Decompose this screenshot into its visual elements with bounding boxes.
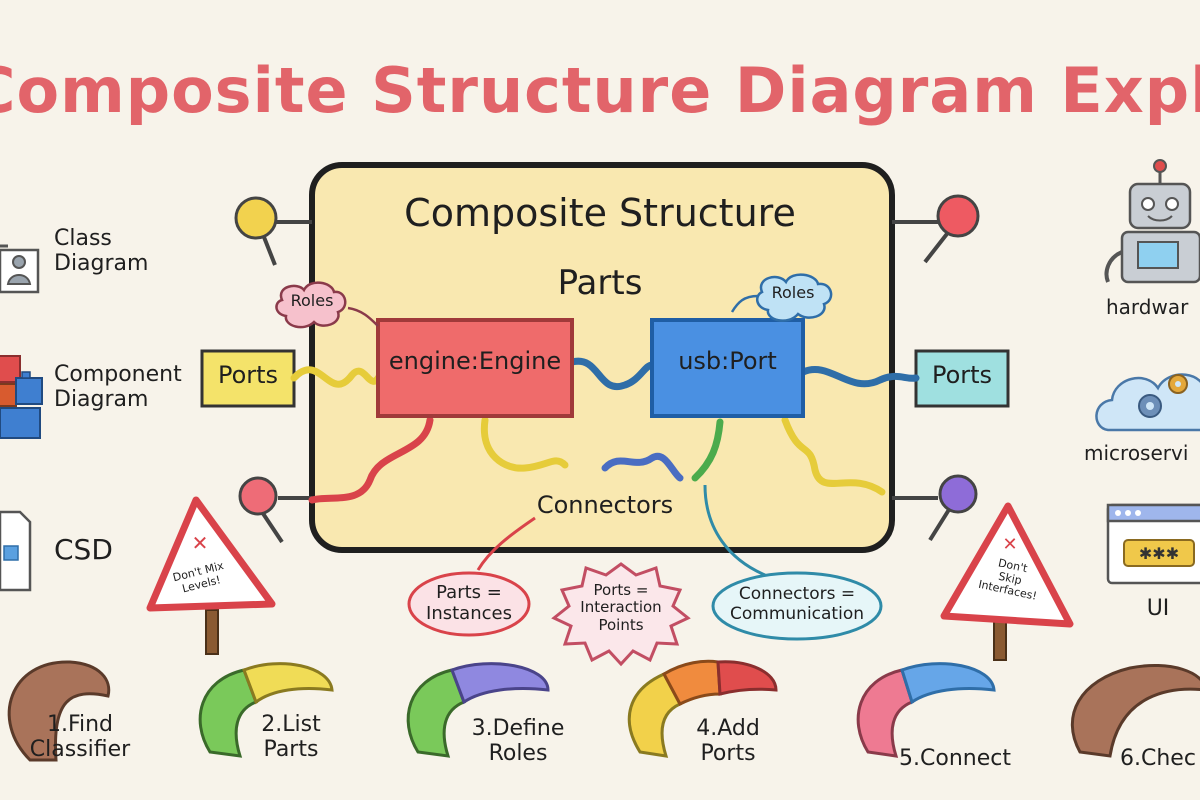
roles-right-label: Roles — [771, 283, 815, 302]
warning-sign-right: ✕ — [940, 502, 1074, 661]
step-2-shape — [198, 662, 334, 758]
class-diagram-line-2: Diagram — [54, 251, 149, 277]
ports-right-label: Ports — [931, 361, 993, 389]
csd-label: CSD — [54, 533, 113, 566]
wire-yellow-right — [781, 416, 886, 496]
roles-left-label: Roles — [290, 291, 334, 310]
step-4-line-1: 4.Add — [696, 716, 760, 741]
component-diagram-label: Component Diagram — [54, 362, 182, 413]
roles-cloud-left — [275, 281, 347, 329]
component-diagram-line-2: Diagram — [54, 387, 149, 413]
roles-pointer-right — [730, 294, 759, 313]
part-engine-label: engine:Engine — [388, 347, 562, 375]
step-5-line-1: 5.Connect — [899, 746, 1011, 771]
callout-connectors-line-1: Connectors = — [738, 584, 856, 604]
part-usb-box — [650, 318, 805, 418]
step-6-shape — [1070, 663, 1200, 758]
step-1-label: 1.Find Classifier — [10, 712, 150, 763]
component-diagram-line-1: Component — [54, 362, 182, 387]
step-4-line-2: Ports — [700, 741, 756, 767]
class-diagram-line-1: Class — [54, 226, 112, 251]
wire-usb-right-port — [799, 366, 920, 388]
callout-connectors-communication — [711, 571, 883, 641]
wire-green — [691, 418, 724, 482]
wire-left-port-engine — [290, 366, 384, 388]
microservices-label: microservi — [1084, 441, 1189, 465]
step-3-label: 3.Define Roles — [458, 716, 578, 767]
step-3-line-1: 3.Define — [471, 716, 565, 741]
composite-frame — [309, 162, 895, 553]
wire-engine-usb — [568, 357, 656, 391]
page-title: Composite Structure Diagram Explained — [0, 54, 1200, 127]
lollipop-top-right-icon — [892, 194, 980, 264]
ports-left-label: Ports — [217, 361, 279, 389]
step-2-line-2: Parts — [263, 737, 319, 763]
step-1-line-1: 1.Find — [46, 712, 114, 737]
callout-parts-line-2: Instances — [426, 602, 512, 624]
callout-ports-interaction-burst — [551, 562, 691, 667]
step-2-label: 2.List Parts — [236, 712, 346, 763]
step-2-line-1: 2.List — [261, 712, 321, 737]
callout-ports-text: Ports = Interaction Points — [566, 581, 676, 634]
callout-parts-line-1: Parts = — [436, 582, 502, 603]
class-diagram-icon — [0, 244, 40, 294]
class-diagram-label: Class Diagram — [54, 226, 148, 277]
svg-text:✱✱✱: ✱✱✱ — [1139, 544, 1179, 563]
wire-yellow-left — [480, 416, 569, 472]
callout-ports-line-1: Ports = — [593, 581, 649, 599]
callout-parts-instances — [407, 571, 531, 637]
step-1-line-2: Classifier — [29, 737, 131, 763]
svg-text:✕: ✕ — [192, 531, 209, 555]
step-6-label: 6.Chec — [1120, 746, 1196, 771]
hardware-label: hardwar — [1106, 295, 1189, 319]
browser-window-icon: ✱✱✱ — [1106, 503, 1200, 585]
connectors-label: Connectors — [536, 491, 674, 519]
step-4-shape — [627, 659, 778, 758]
svg-text:✕: ✕ — [1002, 534, 1017, 555]
step-4-label: 4.Add Ports — [668, 716, 788, 767]
lollipop-top-left-icon — [234, 196, 312, 266]
callout-ports-line-3: Points — [598, 615, 644, 634]
step-6-line-1: 6.Chec — [1120, 746, 1196, 771]
callout-pointer-connectors — [703, 484, 766, 577]
part-usb-label: usb:Port — [678, 347, 777, 375]
document-icon — [0, 510, 32, 592]
callout-pointer-parts — [476, 516, 536, 571]
callout-ports-line-2: Interaction — [580, 598, 662, 617]
roles-cloud-right — [755, 273, 833, 322]
roles-pointer-left — [347, 306, 379, 327]
composite-heading: Composite Structure — [404, 191, 796, 235]
wire-red-down — [308, 416, 434, 504]
step-3-shape — [406, 662, 550, 758]
callout-parts-text: Parts = Instances — [414, 582, 524, 624]
cloud-gears-icon — [1095, 373, 1200, 432]
parts-label: Parts — [557, 263, 643, 303]
part-engine-box — [376, 318, 574, 418]
lollipop-bottom-left-icon — [238, 476, 312, 544]
step-3-line-2: Roles — [488, 741, 548, 767]
port-box-left — [200, 349, 296, 408]
step-1-shape — [7, 660, 111, 762]
robot-icon — [1104, 159, 1200, 284]
step-5-label: 5.Connect — [880, 746, 1030, 771]
ui-label: UI — [1146, 596, 1170, 621]
wire-blue-middle — [601, 452, 684, 482]
lollipop-bottom-right-icon — [892, 474, 978, 542]
component-diagram-icon — [0, 355, 43, 439]
callout-connectors-text: Connectors = Communication — [715, 584, 879, 624]
callout-connectors-line-2: Communication — [730, 603, 864, 624]
warning-sign-left: ✕ — [146, 496, 276, 655]
step-5-shape — [856, 662, 996, 758]
